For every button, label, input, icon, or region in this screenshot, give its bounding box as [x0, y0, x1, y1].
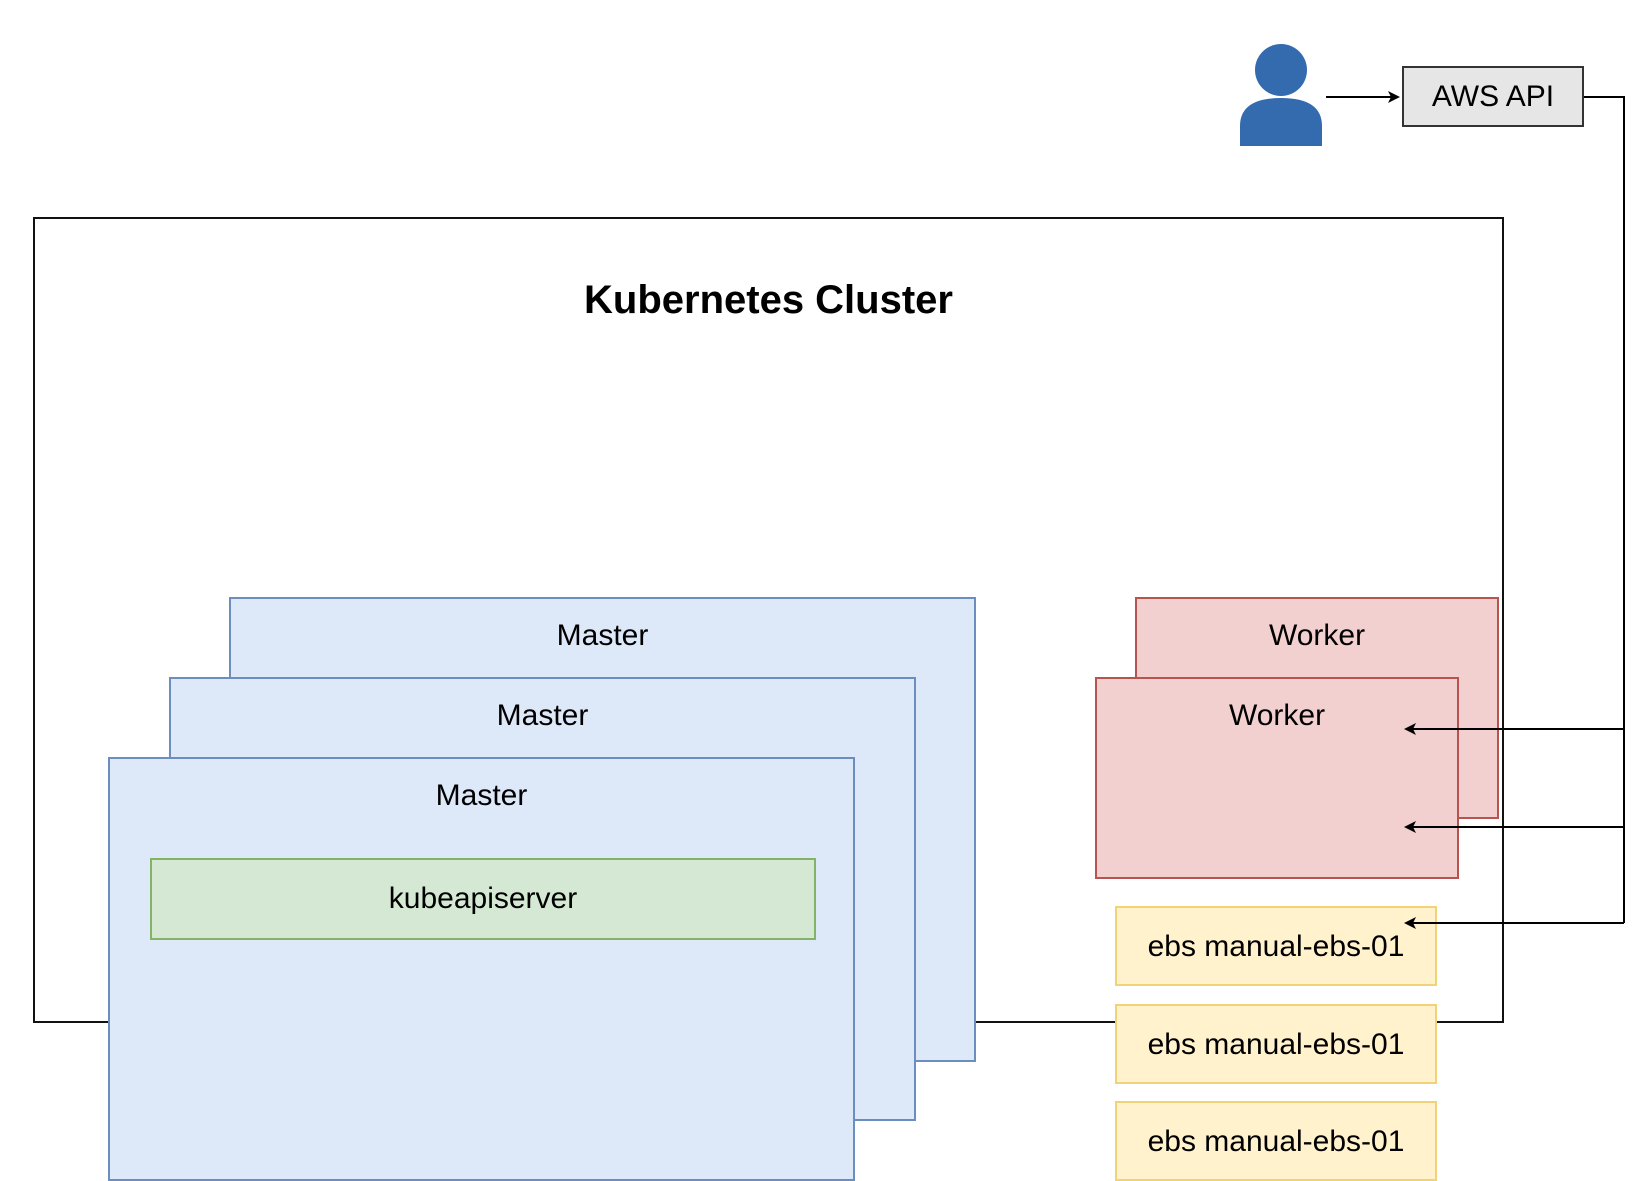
- master-label: Master: [556, 619, 649, 652]
- ebs-volume-label: ebs manual-ebs-01: [1147, 930, 1405, 963]
- kubernetes-cluster-container: Kubernetes Cluster Master Master Master …: [33, 217, 1504, 1181]
- master-label: Master: [435, 779, 528, 812]
- kubeapiserver-label: kubeapiserver: [388, 882, 578, 915]
- master-node-front: Master kubeapiserver: [108, 757, 855, 1181]
- user-icon: [1240, 44, 1322, 146]
- aws-api-label: AWS API: [1431, 80, 1555, 113]
- ebs-volume-label: ebs manual-ebs-01: [1147, 1125, 1405, 1158]
- worker-label: Worker: [1228, 699, 1326, 732]
- worker-node-front: Worker: [1095, 677, 1459, 879]
- ebs-volume-1: ebs manual-ebs-01: [1115, 906, 1437, 986]
- worker-label: Worker: [1268, 619, 1366, 652]
- aws-api-box: AWS API: [1402, 66, 1584, 127]
- ebs-volume-3: ebs manual-ebs-01: [1115, 1101, 1437, 1181]
- ebs-volume-label: ebs manual-ebs-01: [1147, 1028, 1405, 1061]
- ebs-volume-2: ebs manual-ebs-01: [1115, 1004, 1437, 1084]
- master-label: Master: [496, 699, 589, 732]
- kubeapiserver-box: kubeapiserver: [150, 858, 816, 940]
- cluster-title: Kubernetes Cluster: [584, 278, 953, 322]
- aws-to-ebs-trunk: [1584, 96, 1625, 923]
